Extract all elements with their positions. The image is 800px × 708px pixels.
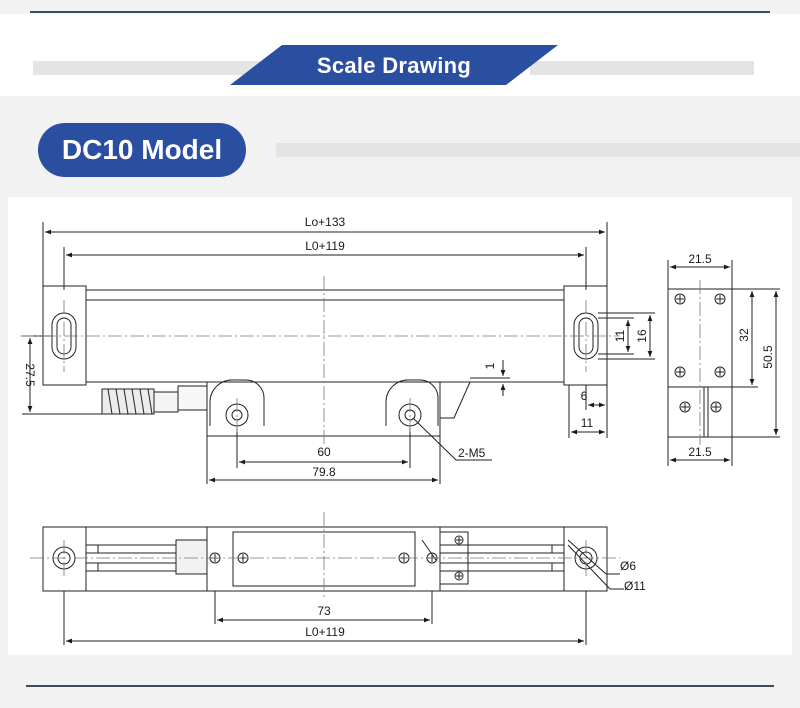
dim-end-thick: 6 [581,389,588,403]
header-ribbon [230,45,558,85]
dim-mount-length: L0+119 [305,239,345,253]
dim-thread: 2-M5 [458,446,486,460]
dim-bottom-reader-length: 73 [317,604,331,618]
bottom-divider [26,685,774,687]
dim-side-height-total: 50.5 [761,345,775,369]
dim-slot-inner: 11 [613,329,627,342]
dim-step: 1 [483,362,497,369]
dim-overall-length: Lo+133 [305,215,346,229]
header-bar-left [33,61,263,75]
model-title: DC10 Model [38,123,246,177]
dim-slot-outer: 16 [635,329,649,343]
model-divider [276,143,800,157]
dim-reader-length: 79.8 [312,465,336,479]
dim-side-height-upper: 32 [737,328,751,342]
dim-side-bottom-width: 21.5 [688,445,712,459]
header-bar-right [530,61,754,75]
dim-hole-large: Ø11 [624,579,646,593]
dim-hole-small: Ø6 [620,559,636,573]
dim-end-width: 11 [581,416,594,430]
dim-side-top-width: 21.5 [688,252,712,266]
dim-left-offset: 27.5 [23,363,37,387]
dim-bottom-mount-length: L0+119 [305,625,345,639]
dim-reader-hole-pitch: 60 [317,445,331,459]
top-divider [30,11,770,13]
header-title: Scale Drawing [316,53,472,78]
